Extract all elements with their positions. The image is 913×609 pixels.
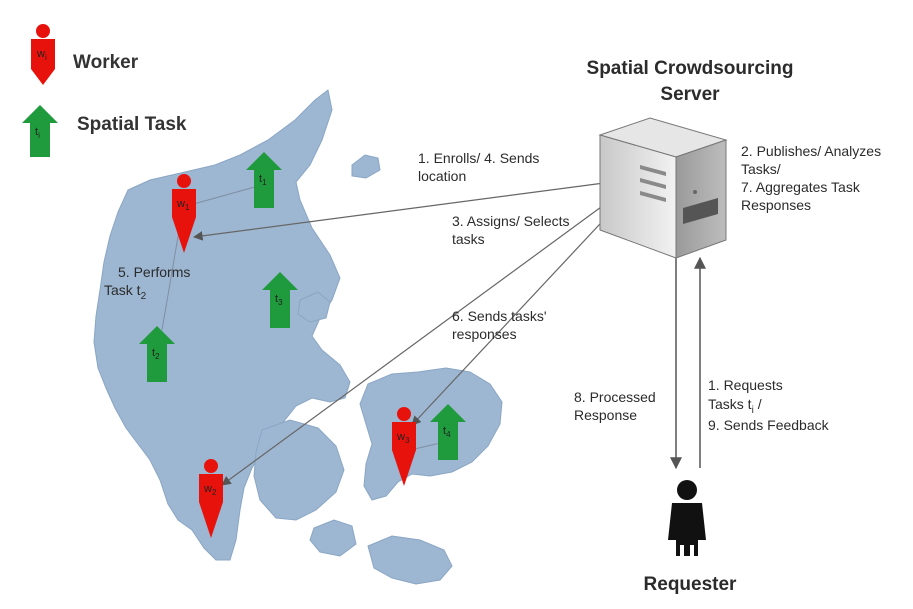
worker-w2: w2: [199, 459, 223, 538]
step-enrolls-line1: 1. Enrolls/ 4. Sends: [418, 150, 539, 166]
island-south-2: [367, 535, 453, 585]
svg-text:t2: t2: [152, 347, 160, 361]
task-t2: t2: [139, 326, 175, 382]
worker-w3: w3: [392, 407, 416, 486]
step-publishes-line4: Responses: [741, 197, 811, 213]
svg-text:t1: t1: [259, 173, 267, 187]
step-performs-line1: 5. Performs: [118, 264, 190, 280]
svg-text:w3: w3: [396, 431, 410, 445]
arrow-server-w3: [411, 194, 628, 426]
task-t4: t4: [430, 404, 466, 460]
step-requests-line2: Tasks ti /: [708, 396, 762, 416]
server-title-line2: Server: [660, 84, 720, 105]
step-sends-responses-line1: 6. Sends tasks': [452, 308, 547, 324]
step-publishes-line3: 7. Aggregates Task: [741, 179, 861, 195]
task-t3: t3: [262, 272, 298, 328]
svg-text:w1: w1: [176, 198, 190, 212]
island-zealand: [359, 367, 503, 501]
legend-task-icon-label: ti: [35, 126, 40, 140]
svg-text:t4: t4: [443, 425, 451, 439]
link-w1-t2: [161, 224, 181, 331]
island-south-1: [309, 519, 357, 557]
requester-icon: [668, 480, 706, 556]
island-north: [351, 154, 381, 179]
worker-w1: w1: [172, 174, 196, 253]
link-w1-t1: [189, 184, 263, 206]
svg-text:t3: t3: [275, 293, 283, 307]
task-t1: t1: [246, 152, 282, 208]
step-processed-line2: Response: [574, 407, 637, 423]
step-assigns-line2: tasks: [452, 231, 485, 247]
step-processed-line1: 8. Processed: [574, 389, 656, 405]
step-enrolls-line2: location: [418, 168, 466, 184]
legend-worker-icon: wi: [31, 24, 55, 85]
step-publishes-line2: Tasks/: [741, 161, 781, 177]
step-publishes-line1: 2. Publishes/ Analyzes: [741, 143, 881, 159]
island-funen: [253, 419, 345, 521]
step-sends-responses-line2: responses: [452, 326, 517, 342]
server-icon: [598, 117, 728, 259]
step-requests-line3: 9. Sends Feedback: [708, 417, 830, 433]
svg-text:w2: w2: [203, 483, 217, 497]
step-performs-line2: Task t2: [104, 282, 147, 302]
legend: wi Worker ti Spatial Task: [22, 24, 187, 157]
step-requests-line1: 1. Requests: [708, 377, 783, 393]
requester-label: Requester: [644, 574, 738, 595]
legend-worker-icon-label: wi: [36, 48, 47, 62]
legend-task-icon: ti: [22, 105, 58, 157]
server-title-line1: Spatial Crowdsourcing: [587, 58, 794, 79]
arrows: [161, 179, 706, 486]
step-assigns-line1: 3. Assigns/ Selects: [452, 213, 570, 229]
legend-task-label: Spatial Task: [77, 114, 187, 135]
legend-worker-label: Worker: [73, 52, 139, 73]
